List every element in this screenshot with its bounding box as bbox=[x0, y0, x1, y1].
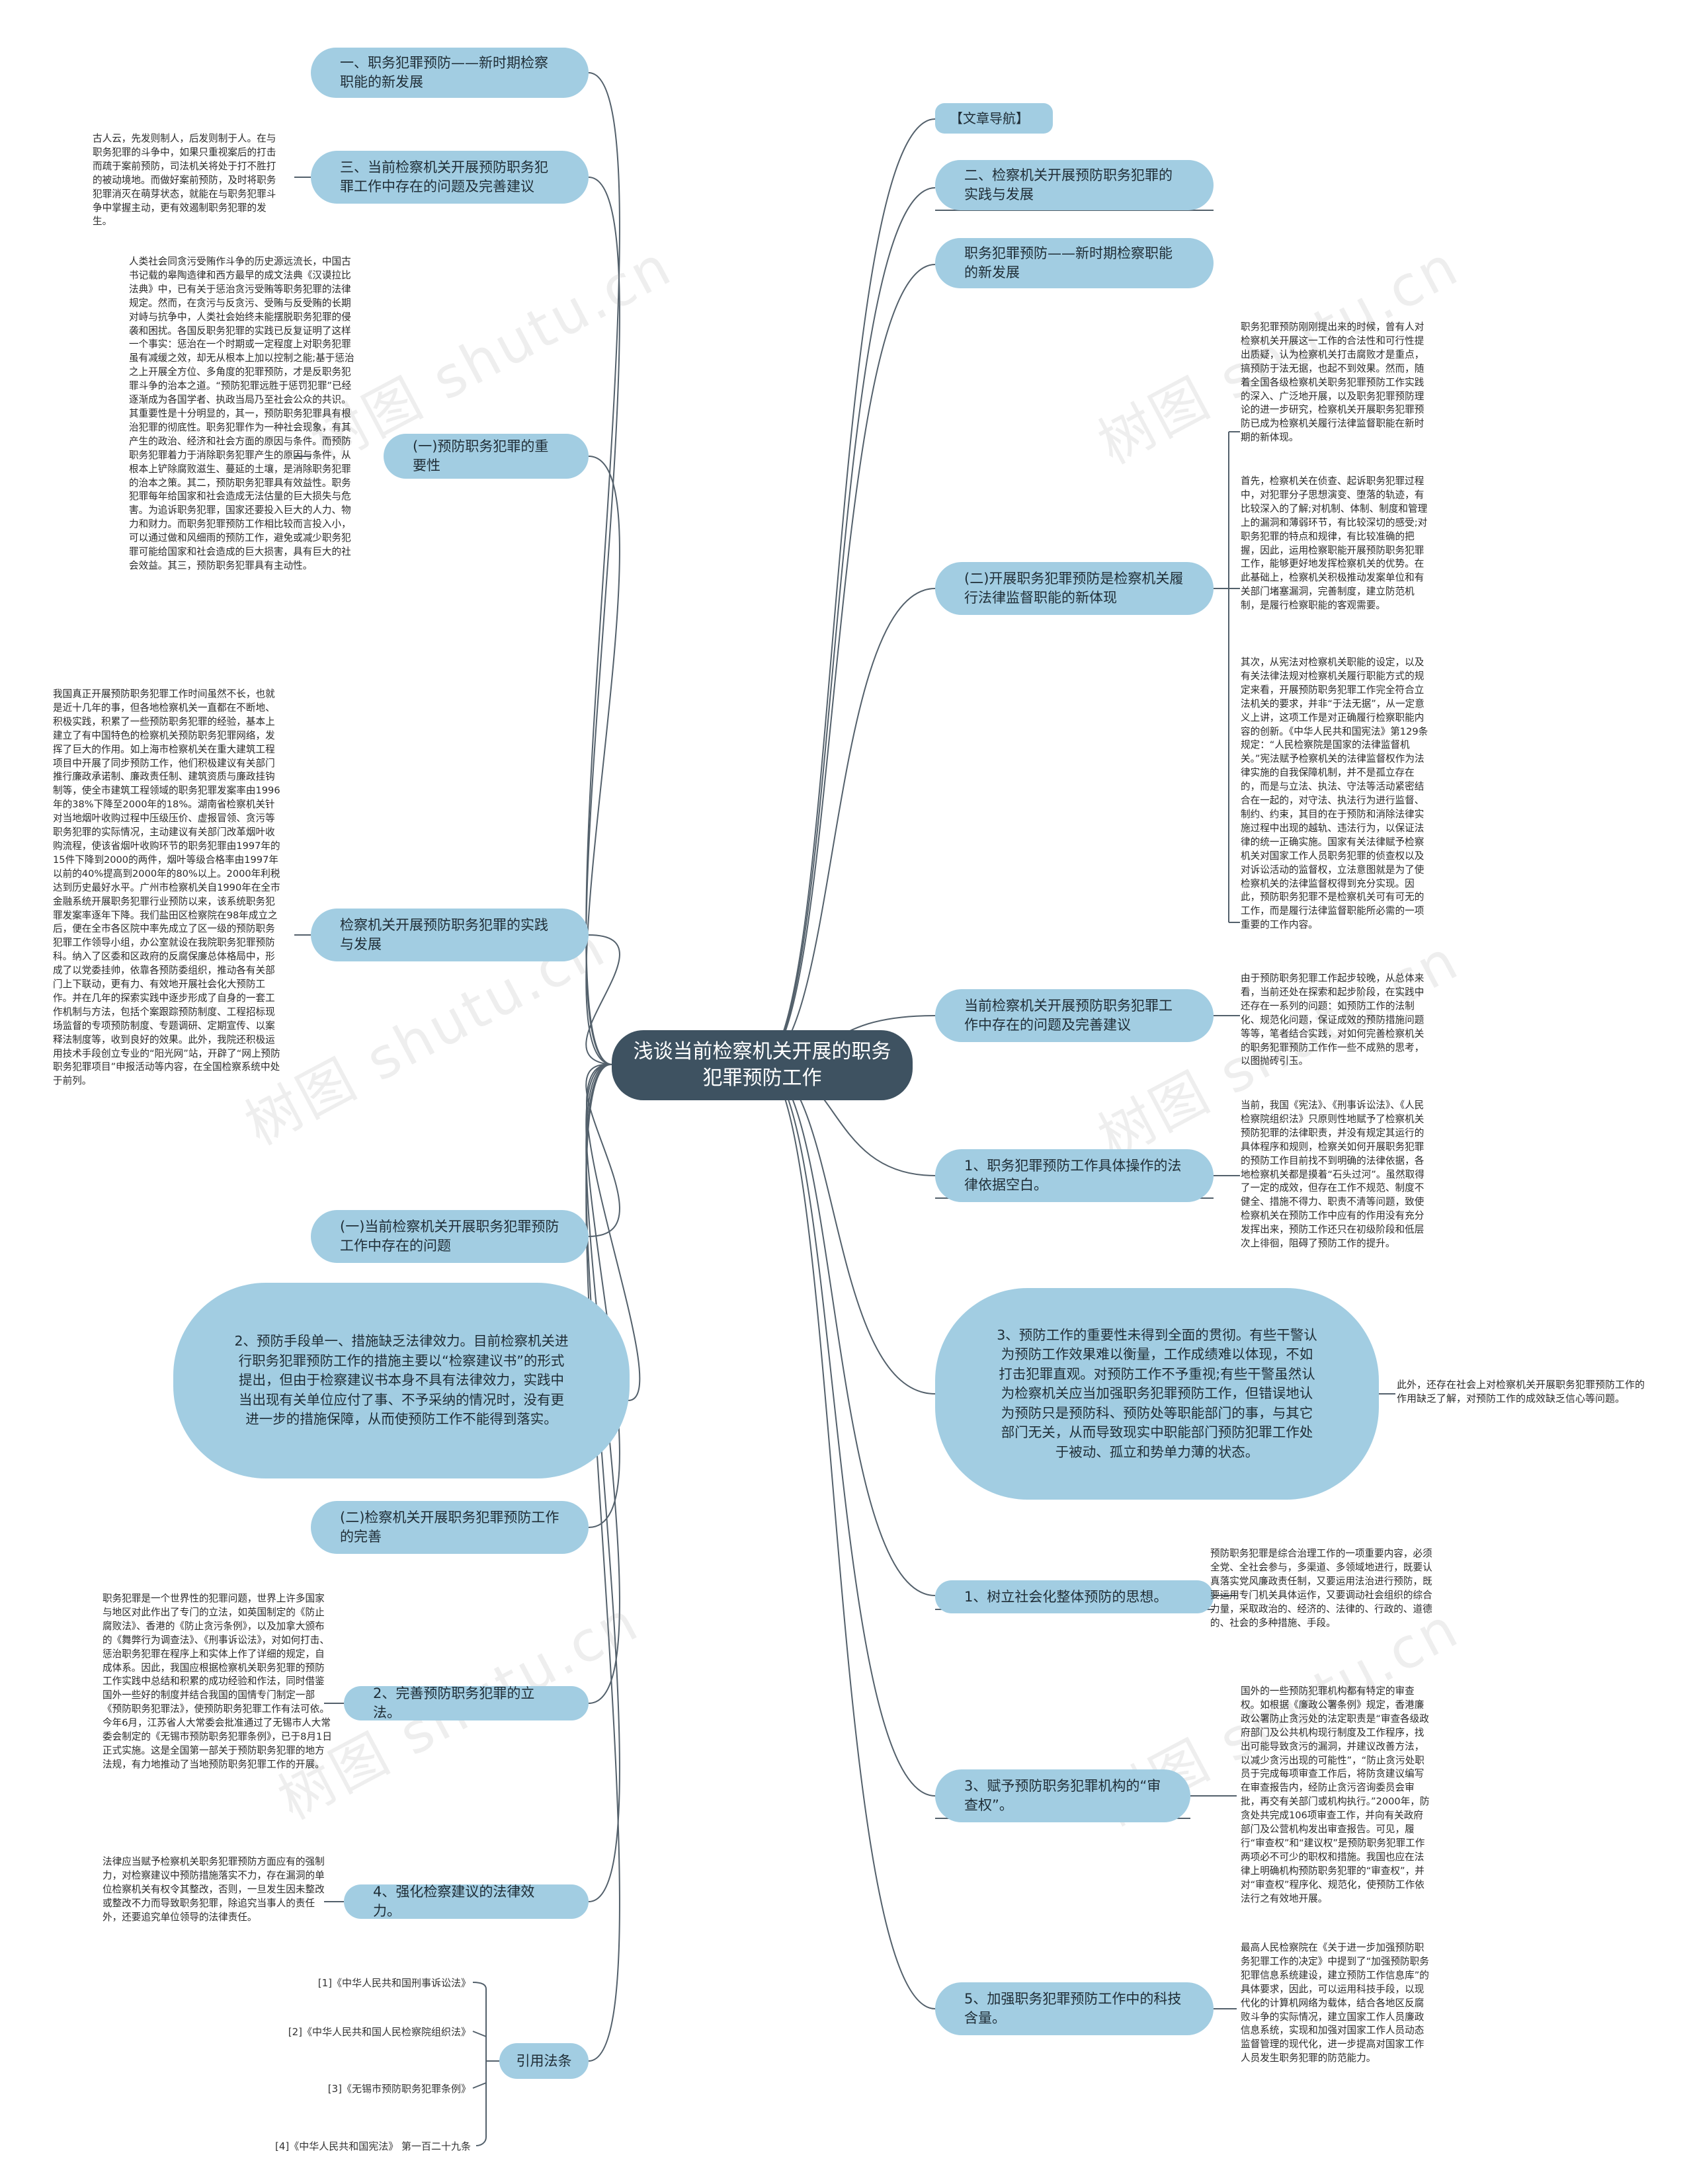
node-left-legislation[interactable]: 2、完善预防职务犯罪的立法。 bbox=[344, 1685, 589, 1720]
reference-item[interactable]: [2]《中华人民共和国人民检察院组织法》 bbox=[288, 2026, 471, 2038]
central-topic[interactable]: 浅谈当前检察机关开展的职务犯罪预防工作 bbox=[612, 1030, 913, 1100]
node-left-suggestion-force[interactable]: 4、强化检察建议的法律效力。 bbox=[344, 1884, 589, 1919]
note-r4-3: 其次，从宪法对检察机关职能的设定，以及有关法律法规对检察机关履行职能方式的规定来… bbox=[1241, 657, 1428, 931]
note-r10: 最高人民检察院在《关于进一步加强预防职务犯罪工作的决定》中提到了“加强预防职务犯… bbox=[1241, 1942, 1429, 2064]
node-label: (一)预防职务犯罪的重要性 bbox=[413, 438, 549, 473]
link-center-l2 bbox=[585, 177, 620, 1065]
note-r4-2: 首先，检察机关在侦查、起诉职务犯罪过程中，对犯罪分子思想演变、堕落的轨迹，有比较… bbox=[1241, 475, 1428, 612]
link-center-l3 bbox=[585, 456, 620, 1065]
node-right-importance[interactable]: 3、预防工作的重要性未得到全面的贯彻。有些干警认为预防工作效果难以衡量，工作成绩… bbox=[935, 1288, 1379, 1500]
node-right-practice[interactable]: 二、检察机关开展预防职务犯罪的实践与发展 bbox=[935, 160, 1214, 210]
link-center-r3 bbox=[760, 264, 936, 1065]
note-l4: 我国真正开展预防职务犯罪工作时间虽然不长，也就是近十几年的事，但各地检察机关一直… bbox=[53, 688, 280, 1087]
node-right-technology[interactable]: 5、加强职务犯罪预防工作中的科技含量。 bbox=[935, 1982, 1214, 2035]
note-r5: 由于预防职务犯罪工作起步较晚，从总体来看，当前还处在探索和起步阶段，在实践中还存… bbox=[1241, 973, 1425, 1067]
note-r8: 预防职务犯罪是综合治理工作的一项重要内容，必须全党、全社会参与，多渠道、多领域地… bbox=[1210, 1548, 1432, 1629]
central-topic-label: 浅谈当前检察机关开展的职务犯罪预防工作 bbox=[633, 1040, 891, 1090]
node-left-importance[interactable]: (一)预防职务犯罪的重要性 bbox=[384, 434, 589, 479]
node-right-problems[interactable]: 当前检察机关开展预防职务犯罪工作中存在的问题及完善建议 bbox=[935, 989, 1214, 1042]
node-label: 【文章导航】 bbox=[950, 110, 1029, 126]
link-center-r2 bbox=[760, 187, 936, 1065]
link-center-r7 bbox=[760, 1063, 936, 1395]
node-left-practice[interactable]: 检察机关开展预防职务犯罪的实践与发展 bbox=[311, 909, 589, 961]
node-label: 2、预防手段单一、措施缺乏法律效力。目前检察机关进行职务犯罪预防工作的措施主要以… bbox=[234, 1333, 569, 1428]
link-ref-3 bbox=[472, 2082, 487, 2089]
reference-item[interactable]: [1]《中华人民共和国刑事诉讼法》 bbox=[317, 1977, 471, 1989]
link-center-l5 bbox=[585, 1063, 620, 1237]
node-left-problems[interactable]: 三、当前检察机关开展预防职务犯罪工作中存在的问题及完善建议 bbox=[311, 151, 589, 204]
node-label: 3、赋予预防职务犯罪机构的“审查权”。 bbox=[964, 1778, 1161, 1813]
node-left-single-means[interactable]: 2、预防手段单一、措施缺乏法律效力。目前检察机关进行职务犯罪预防工作的措施主要以… bbox=[173, 1283, 630, 1478]
note-l3: 人类社会同贪污受贿作斗争的历史源远流长，中国古书记载的皋陶造律和西方最早的成文法… bbox=[129, 256, 354, 571]
node-left-new-development[interactable]: 一、职务犯罪预防——新时期检察职能的新发展 bbox=[311, 48, 589, 98]
node-left-current-problems[interactable]: (一)当前检察机关开展职务犯罪预防工作中存在的问题 bbox=[311, 1210, 589, 1263]
node-label: 2、完善预防职务犯罪的立法。 bbox=[373, 1685, 535, 1720]
note-l8: 职务犯罪是一个世界性的犯罪问题，世界上许多国家与地区对此作出了专门的立法，如英国… bbox=[103, 1593, 332, 1770]
link-center-l6 bbox=[586, 1063, 641, 1401]
node-label: 职务犯罪预防——新时期检察职能的新发展 bbox=[964, 245, 1173, 280]
note-l2: 古人云，先发则制人，后发则制于人。在与职务犯罪的斗争中，如果只重视案后的打击而疏… bbox=[93, 133, 276, 227]
link-center-r9 bbox=[760, 1063, 936, 1797]
node-label: 4、强化检察建议的法律效力。 bbox=[373, 1884, 535, 1919]
node-right-social-prevention[interactable]: 1、树立社会化整体预防的思想。 bbox=[935, 1580, 1214, 1613]
note-r9: 国外的一些预防犯罪机构都有特定的审查权。如根据《廉政公署条例》规定，香港廉政公署… bbox=[1241, 1685, 1430, 1904]
link-center-r8 bbox=[760, 1063, 936, 1596]
node-left-cited-laws[interactable]: 引用法条 bbox=[499, 2043, 589, 2079]
link-refs bbox=[475, 1989, 499, 2146]
link-center-l10 bbox=[585, 1063, 620, 2062]
node-label: 3、预防工作的重要性未得到全面的贯彻。有些干警认为预防工作效果难以衡量，工作成绩… bbox=[997, 1326, 1317, 1460]
note-r7: 此外，还存在社会上对检察机关开展职务犯罪预防工作的作用缺乏了解，对预防工作的成效… bbox=[1397, 1379, 1645, 1404]
node-label: 二、检察机关开展预防职务犯罪的实践与发展 bbox=[964, 167, 1173, 202]
note-r6: 当前，我国《宪法》、《刑事诉讼法》、《人民检察院组织法》只原则性地赋予了检察机关… bbox=[1241, 1100, 1425, 1250]
node-label: (二)检察机关开展职务犯罪预防工作的完善 bbox=[340, 1510, 559, 1545]
link-center-r4 bbox=[760, 588, 936, 1065]
node-right-legal-gap[interactable]: 1、职务犯罪预防工作具体操作的法律依据空白。 bbox=[935, 1149, 1214, 1202]
node-label: 1、树立社会化整体预防的思想。 bbox=[964, 1588, 1168, 1605]
link-center-r10 bbox=[760, 1063, 936, 2009]
note-r4-1: 职务犯罪预防刚刚提出来的时候，曾有人对检察机关开展这一工作的合法性和可行性提出质… bbox=[1241, 321, 1425, 444]
reference-item[interactable]: [4]《中华人民共和国宪法》 第一百二十九条 bbox=[274, 2140, 471, 2152]
node-right-review-power[interactable]: 3、赋予预防职务犯罪机构的“审查权”。 bbox=[935, 1769, 1190, 1822]
node-label: 5、加强职务犯罪预防工作中的科技含量。 bbox=[964, 1991, 1182, 2026]
node-label: 1、职务犯罪预防工作具体操作的法律依据空白。 bbox=[964, 1158, 1182, 1193]
link-center-l9 bbox=[585, 1063, 620, 1902]
node-label: (一)当前检察机关开展职务犯罪预防工作中存在的问题 bbox=[340, 1219, 559, 1254]
node-right-new-development[interactable]: 职务犯罪预防——新时期检察职能的新发展 bbox=[935, 238, 1214, 288]
node-right-supervision[interactable]: (二)开展职务犯罪预防是检察机关履行法律监督职能的新体现 bbox=[935, 562, 1214, 615]
node-label: (二)开展职务犯罪预防是检察机关履行法律监督职能的新体现 bbox=[964, 571, 1184, 606]
link-ref-2 bbox=[472, 2031, 487, 2037]
reference-item[interactable]: [3]《无锡市预防职务犯罪条例》 bbox=[327, 2083, 471, 2095]
node-article-nav[interactable]: 【文章导航】 bbox=[935, 103, 1053, 134]
note-l9: 法律应当赋予检察机关职务犯罪预防方面应有的强制力，对检察建议中预防措施落实不力，… bbox=[103, 1856, 325, 1923]
link-r4-notes bbox=[1214, 431, 1240, 923]
node-label: 一、职务犯罪预防——新时期检察职能的新发展 bbox=[340, 55, 548, 90]
link-ref-1 bbox=[472, 1982, 487, 1990]
node-label: 三、当前检察机关开展预防职务犯罪工作中存在的问题及完善建议 bbox=[340, 159, 548, 194]
node-label: 检察机关开展预防职务犯罪的实践与发展 bbox=[340, 917, 548, 952]
link-center-l4 bbox=[585, 934, 620, 1065]
node-label: 引用法条 bbox=[516, 2052, 572, 2069]
node-left-improvement[interactable]: (二)检察机关开展职务犯罪预防工作的完善 bbox=[311, 1501, 589, 1554]
link-center-nav bbox=[760, 118, 936, 1065]
node-label: 当前检察机关开展预防职务犯罪工作中存在的问题及完善建议 bbox=[964, 998, 1173, 1033]
